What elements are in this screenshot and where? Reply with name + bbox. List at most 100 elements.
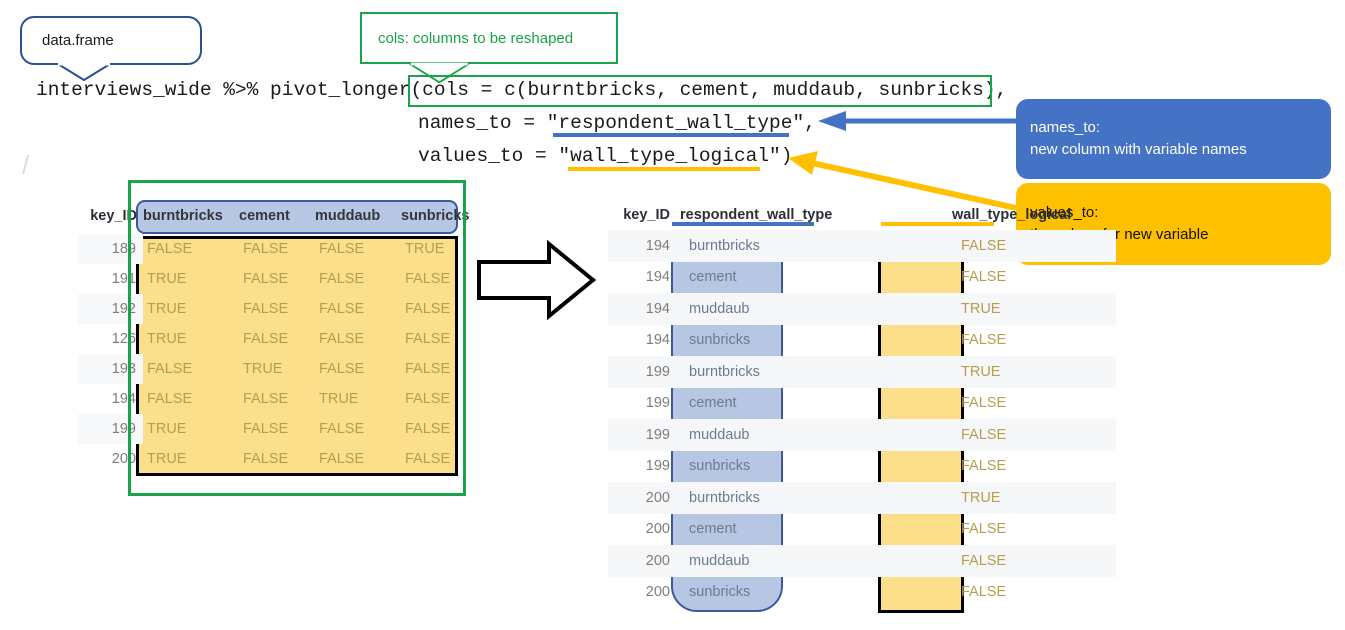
right-cell-tail-spacer bbox=[1071, 230, 1117, 262]
left-cell-value: TRUE bbox=[405, 241, 445, 257]
left-cell-value: FALSE bbox=[243, 271, 289, 287]
right-cell-tail-spacer bbox=[1071, 325, 1116, 357]
right-col-key-id: key_ID bbox=[623, 207, 670, 223]
left-cell-value: FALSE bbox=[319, 271, 365, 287]
left-col-burntbricks: burntbricks bbox=[143, 208, 223, 224]
right-col-respondent-wall-type: respondent_wall_type bbox=[680, 207, 833, 223]
left-cell-value: FALSE bbox=[319, 361, 365, 377]
right-cell-tail-spacer bbox=[1071, 577, 1116, 609]
left-cell-value: TRUE bbox=[147, 421, 187, 437]
right-cell-spacer bbox=[864, 262, 952, 294]
right-cell-tail-spacer bbox=[1071, 293, 1117, 325]
left-cell-value: TRUE bbox=[147, 271, 187, 287]
right-cell-tail-spacer bbox=[1071, 482, 1117, 514]
right-cell-logical-value: FALSE bbox=[961, 269, 1007, 286]
right-table-row: 200 sunbricks FALSE bbox=[608, 577, 1116, 609]
right-cell-logical-value: FALSE bbox=[961, 458, 1007, 475]
left-cell-value: FALSE bbox=[405, 301, 451, 317]
callout-values-to-line1: values_to: bbox=[1030, 204, 1099, 222]
right-cell-spacer bbox=[864, 514, 952, 546]
right-cell-tail-spacer bbox=[1071, 545, 1117, 577]
right-cell-logical-value: TRUE bbox=[952, 482, 1072, 514]
right-cell-logical-value: TRUE bbox=[952, 356, 1072, 388]
right-cell-key-id: 200 bbox=[608, 482, 680, 514]
left-cell-value: FALSE bbox=[319, 241, 365, 257]
left-cell-value: FALSE bbox=[147, 391, 193, 407]
right-cell-wall-type-name: burntbricks bbox=[680, 230, 864, 262]
right-cell-key-id: 194 bbox=[608, 293, 680, 325]
right-cell-key-id: 200 bbox=[645, 584, 670, 601]
right-col-wall-type-logical: wall_type_logical bbox=[952, 207, 1072, 223]
left-col-key-id: key_ID bbox=[90, 208, 137, 224]
right-cell-spacer bbox=[864, 356, 952, 388]
right-cell-wall-type-name: muddaub bbox=[680, 545, 864, 577]
left-table-green-box bbox=[128, 180, 466, 496]
left-cell-value: TRUE bbox=[147, 301, 187, 317]
callout-cols-label: cols: columns to be reshaped bbox=[378, 29, 574, 47]
left-cell-value: TRUE bbox=[319, 391, 359, 407]
left-cell-value: FALSE bbox=[243, 421, 289, 437]
right-cell-spacer bbox=[864, 230, 952, 262]
right-cell-spacer bbox=[864, 451, 952, 483]
left-table-values-highlight bbox=[136, 236, 458, 476]
right-cell-logical-value: FALSE bbox=[952, 545, 1072, 577]
right-cell-tail-spacer bbox=[1071, 356, 1117, 388]
right-cell-wall-type-name: cement bbox=[689, 395, 737, 412]
right-cell-logical-value: TRUE bbox=[952, 293, 1072, 325]
right-cell-spacer bbox=[864, 293, 952, 325]
right-cell-spacer bbox=[864, 482, 952, 514]
left-cell-value: FALSE bbox=[405, 271, 451, 287]
right-col-values-underline bbox=[881, 222, 994, 226]
right-cell-logical-value: FALSE bbox=[952, 419, 1072, 451]
left-cell-value: FALSE bbox=[243, 241, 289, 257]
right-cell-wall-type-name: muddaub bbox=[680, 293, 864, 325]
right-cell-tail-spacer bbox=[1071, 514, 1116, 546]
left-cell-value: TRUE bbox=[147, 331, 187, 347]
right-cell-spacer bbox=[864, 545, 952, 577]
names-to-underline bbox=[553, 133, 789, 137]
right-cell-tail-spacer bbox=[1071, 419, 1117, 451]
callout-dataframe-tail bbox=[57, 62, 111, 81]
code-line-3: values_to = "wall_type_logical") bbox=[418, 145, 793, 167]
left-cell-value: FALSE bbox=[405, 421, 451, 437]
right-cell-wall-type-name: burntbricks bbox=[680, 482, 864, 514]
callout-dataframe: data.frame bbox=[20, 16, 202, 81]
callout-names-to: names_to: new column with variable names bbox=[1016, 99, 1331, 179]
right-cell-key-id: 199 bbox=[645, 395, 670, 412]
right-cell-spacer bbox=[864, 577, 952, 609]
left-cell-value: FALSE bbox=[243, 391, 289, 407]
code-line-1: interviews_wide %>% pivot_longer(cols = … bbox=[36, 79, 1008, 101]
right-cell-key-id: 200 bbox=[645, 521, 670, 538]
right-cell-wall-type-name: cement bbox=[689, 521, 737, 538]
right-cell-key-id: 194 bbox=[645, 269, 670, 286]
left-cell-value: FALSE bbox=[319, 331, 365, 347]
values-to-underline bbox=[568, 167, 760, 171]
right-cell-wall-type-name: cement bbox=[689, 269, 737, 286]
left-cell-value: FALSE bbox=[243, 331, 289, 347]
stray-slash-mark: / bbox=[22, 150, 30, 180]
right-table-row: 194 cement FALSE bbox=[608, 262, 1116, 294]
left-col-muddaub: muddaub bbox=[315, 208, 381, 224]
callout-cols: cols: columns to be reshaped bbox=[360, 12, 618, 84]
right-cell-key-id: 199 bbox=[608, 356, 680, 388]
right-cell-logical-value: FALSE bbox=[961, 584, 1007, 601]
names-to-arrow bbox=[818, 111, 1016, 131]
callout-names-to-line1: names_to: bbox=[1030, 119, 1101, 137]
right-cell-tail-spacer bbox=[1071, 262, 1116, 294]
right-cell-key-id: 199 bbox=[645, 458, 670, 475]
left-cell-value: FALSE bbox=[405, 451, 451, 467]
left-cell-value: FALSE bbox=[405, 391, 451, 407]
transform-arrow bbox=[477, 239, 597, 321]
left-cell-value: TRUE bbox=[147, 451, 187, 467]
right-cell-wall-type-name: sunbricks bbox=[689, 584, 751, 601]
right-cell-logical-value: FALSE bbox=[961, 332, 1007, 349]
code-line-2: names_to = "respondent_wall_type", bbox=[418, 112, 816, 134]
